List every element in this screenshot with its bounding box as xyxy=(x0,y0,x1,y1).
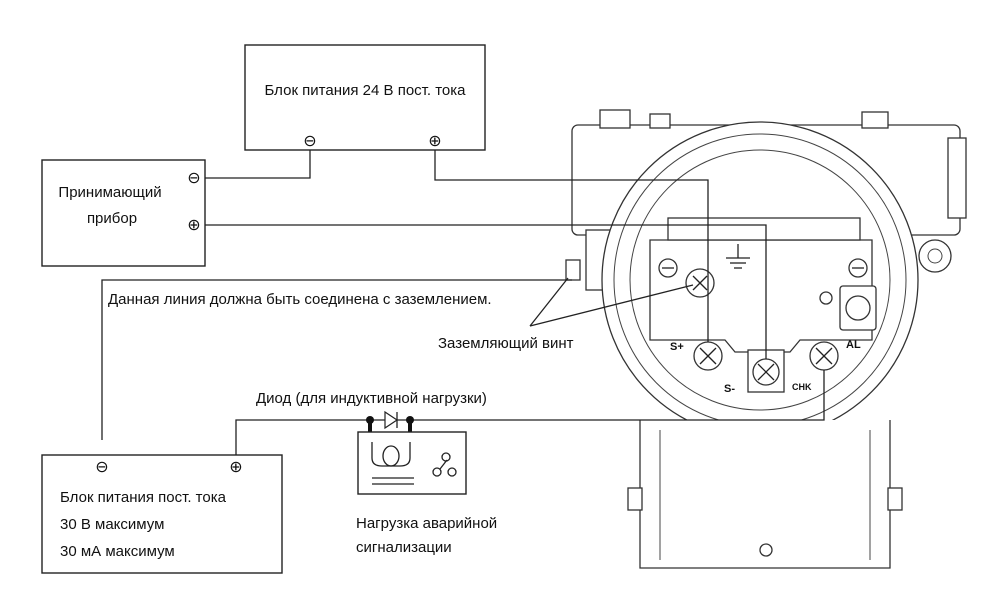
relay-coil-icon xyxy=(371,442,414,485)
dc-supply-plus-icon: ⊕ xyxy=(229,459,242,476)
dc-supply-label-line3: 30 мА максимум xyxy=(60,543,175,560)
alarm-load-label-line2: сигнализации xyxy=(356,539,452,556)
ground-lug xyxy=(565,259,581,281)
receiver-box xyxy=(41,159,206,267)
terminal-s-minus-icon xyxy=(747,349,785,393)
ground-screw-label: Заземляющий винт xyxy=(438,335,574,352)
receiver-label-line1: Принимающий xyxy=(58,184,161,201)
power-supply-24v-plus-icon: ⊕ xyxy=(428,133,441,150)
power-supply-24v-box xyxy=(244,44,486,151)
receiver-label-line2: прибор xyxy=(87,210,137,227)
dc-supply-label-line1: Блок питания пост. тока xyxy=(60,489,227,506)
mount-screw-right-icon xyxy=(848,258,868,278)
housing-bolt-1 xyxy=(649,113,671,129)
wire-ground xyxy=(101,279,572,440)
dc-supply-label-line2: 30 В максимум xyxy=(60,516,164,533)
ground-symbol-icon xyxy=(726,244,750,269)
lower-body-tab-right xyxy=(887,487,903,511)
mounting-lug xyxy=(918,239,952,273)
ground-note: Данная линия должна быть соединена с заз… xyxy=(108,291,492,308)
housing-bolt-2 xyxy=(861,111,889,129)
wire-psu-plus-s-plus xyxy=(434,150,709,342)
pointer-ground-screw xyxy=(529,284,694,327)
housing-side-cap xyxy=(947,137,967,219)
power-supply-24v-label: Блок питания 24 В пост. тока xyxy=(265,82,467,99)
terminal-label-chk: CHK xyxy=(792,382,812,392)
terminal-plate xyxy=(649,239,873,353)
transmitter-device xyxy=(565,109,967,569)
terminal-al-icon xyxy=(809,341,839,371)
terminal-label-al: AL xyxy=(846,339,861,351)
diode-label: Диод (для индуктивной нагрузки) xyxy=(256,390,487,407)
terminal-label-s-plus: S+ xyxy=(670,341,684,353)
dc-supply-box xyxy=(41,454,283,574)
terminal-label-s-minus: S- xyxy=(724,383,735,395)
lower-body-tab-left xyxy=(627,487,643,511)
wires xyxy=(101,150,825,455)
relay-contact-icon xyxy=(432,452,457,477)
mounting-lug-hole xyxy=(927,248,943,264)
housing-tab-left xyxy=(599,109,631,129)
wire-receiver-plus-s-minus xyxy=(205,224,767,359)
lower-body-screw xyxy=(759,543,773,557)
alarm-load-label-line1: Нагрузка аварийной xyxy=(356,515,497,532)
pointer-ground-lug xyxy=(529,277,569,327)
mount-screw-left-icon xyxy=(658,258,678,278)
receiver-plus-icon: ⊕ xyxy=(187,217,200,234)
power-supply-24v-minus-icon: ⊖ xyxy=(303,133,316,150)
receiver-minus-icon: ⊖ xyxy=(187,170,200,187)
housing-terminal-ring xyxy=(629,149,891,411)
wire-dc-plus-al xyxy=(235,370,825,455)
small-screw-icon xyxy=(819,291,833,305)
wire-psu-minus-receiver xyxy=(205,150,311,179)
ground-screw-icon xyxy=(685,268,715,298)
terminal-s-plus-icon xyxy=(693,341,723,371)
terminal-plate-top xyxy=(667,217,861,241)
lower-body-inner xyxy=(659,430,871,560)
dc-supply-minus-icon: ⊖ xyxy=(95,459,108,476)
chk-button-icon xyxy=(845,295,871,321)
